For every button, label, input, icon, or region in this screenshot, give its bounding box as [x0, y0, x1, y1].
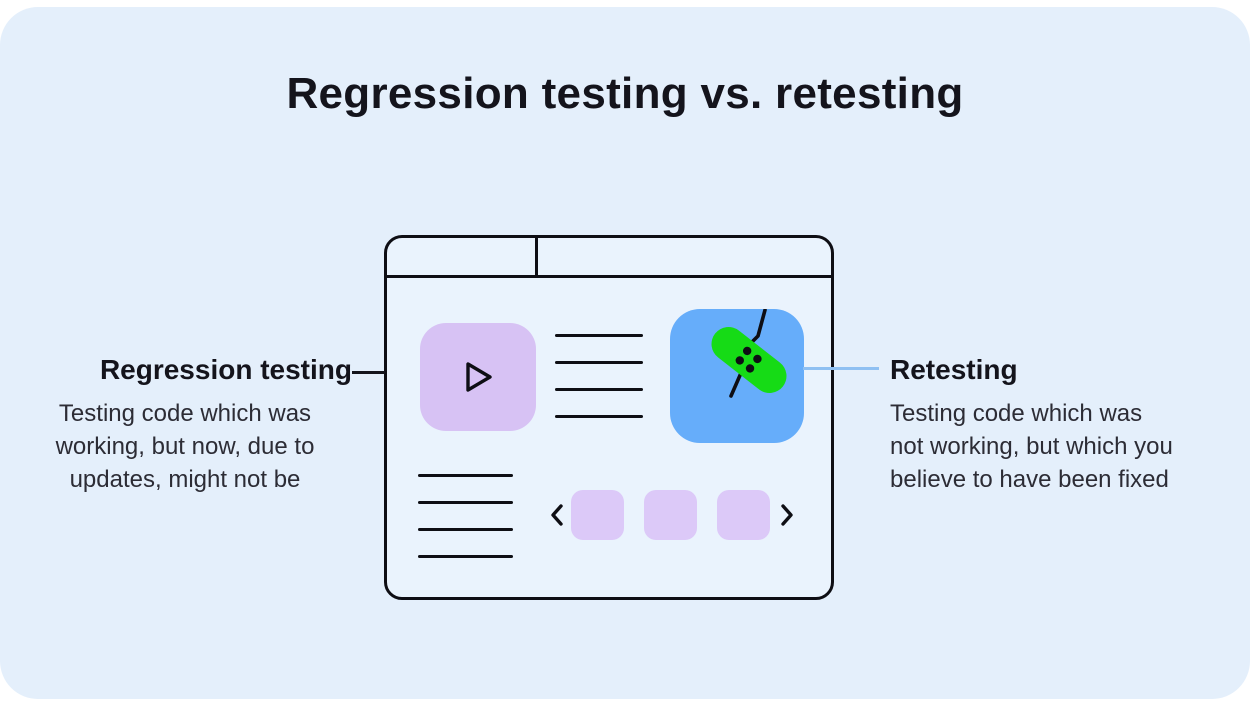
- retesting-heading: Retesting: [890, 354, 1018, 385]
- carousel-item: [571, 490, 624, 540]
- page-title: Regression testing vs. retesting: [286, 69, 964, 118]
- text-placeholder-lines-top: [555, 334, 643, 442]
- play-icon: [466, 362, 492, 392]
- retesting-note: Retesting Testing code which was not wor…: [890, 354, 1242, 496]
- chevron-left-icon: [551, 504, 563, 526]
- placeholder-line: [555, 334, 643, 337]
- bandage-icon: [711, 308, 787, 398]
- background-card: Regression testing vs. retesting Regress…: [0, 7, 1250, 699]
- placeholder-line: [555, 361, 643, 364]
- placeholder-line: [418, 501, 513, 504]
- placeholder-line: [418, 555, 513, 558]
- browser-window: [384, 235, 834, 600]
- chevron-right-icon: [781, 504, 793, 526]
- tab-divider: [535, 238, 538, 275]
- carousel-item: [717, 490, 770, 540]
- text-placeholder-lines-bottom: [418, 474, 513, 582]
- regression-testing-note: Regression testing Testing code which wa…: [18, 354, 352, 496]
- placeholder-line: [418, 528, 513, 531]
- browser-top-bar: [387, 238, 831, 278]
- regression-testing-heading: Regression testing: [99, 354, 352, 385]
- video-thumbnail-tile: [420, 323, 536, 431]
- carousel-item: [644, 490, 697, 540]
- right-connector-line: [803, 367, 879, 370]
- retesting-description: Testing code which was not working, but …: [890, 400, 1173, 493]
- left-connector-line: [352, 371, 385, 374]
- placeholder-line: [555, 388, 643, 391]
- fixed-bug-tile: [670, 308, 804, 443]
- regression-testing-description: Testing code which was working, but now,…: [55, 400, 315, 493]
- placeholder-line: [555, 415, 643, 418]
- placeholder-line: [418, 474, 513, 477]
